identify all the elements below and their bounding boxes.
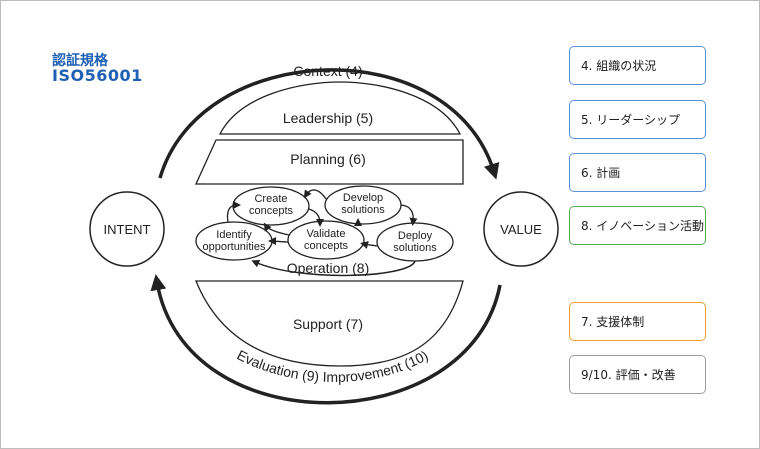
operation-label: Operation (8) <box>287 260 369 276</box>
context-label: Context (4) <box>293 63 362 79</box>
arrow-develop-create <box>303 189 327 200</box>
heading-ja: 認証規格 <box>52 53 108 69</box>
clause-box-planning: 6. 計画 <box>569 153 706 192</box>
arrow-validate-identify <box>268 237 289 246</box>
support-label: Support (7) <box>293 316 363 332</box>
heading-standard: ISO56001 <box>52 66 143 85</box>
intent-label: INTENT <box>104 222 151 237</box>
clause-box-operation: 8. イノベーション活動 <box>569 206 706 245</box>
operation-loop-arrow <box>251 259 416 277</box>
create-label-1: Create <box>254 193 287 205</box>
support-shape <box>195 280 464 367</box>
context-arc <box>158 68 500 180</box>
evaluation-arc <box>150 274 502 405</box>
arrow-create-validate <box>308 208 324 227</box>
deploy-label-2: solutions <box>393 242 437 254</box>
planning-label: Planning (6) <box>290 151 366 167</box>
identify-label-1: Identify <box>216 229 252 241</box>
develop-label-2: solutions <box>341 204 385 216</box>
identify-label-2: opportunities <box>203 241 266 253</box>
clause-box-leadership: 5. リーダーシップ <box>569 100 706 139</box>
clause-box-evaluation: 9/10. 評価・改善 <box>569 355 706 394</box>
develop-label-1: Develop <box>343 192 383 204</box>
arrow-identify-create <box>226 201 241 223</box>
leadership-label: Leadership (5) <box>283 110 373 126</box>
arrow-develop-deploy <box>400 204 418 226</box>
arrow-deploy-validate <box>360 241 378 249</box>
deploy-label-1: Deploy <box>398 230 433 242</box>
create-label-2: concepts <box>249 205 294 217</box>
arrow-validate-create <box>263 222 290 236</box>
validate-label-1: Validate <box>307 228 346 240</box>
leadership-shape <box>218 81 462 135</box>
clause-box-support: 7. 支援体制 <box>569 302 706 341</box>
clause-box-context: 4. 組織の状況 <box>569 46 706 85</box>
planning-shape <box>194 139 464 185</box>
validate-label-2: concepts <box>304 240 349 252</box>
process-validate <box>287 220 365 260</box>
intent-circle <box>89 191 165 267</box>
value-label: VALUE <box>500 222 542 237</box>
value-circle <box>483 191 559 267</box>
